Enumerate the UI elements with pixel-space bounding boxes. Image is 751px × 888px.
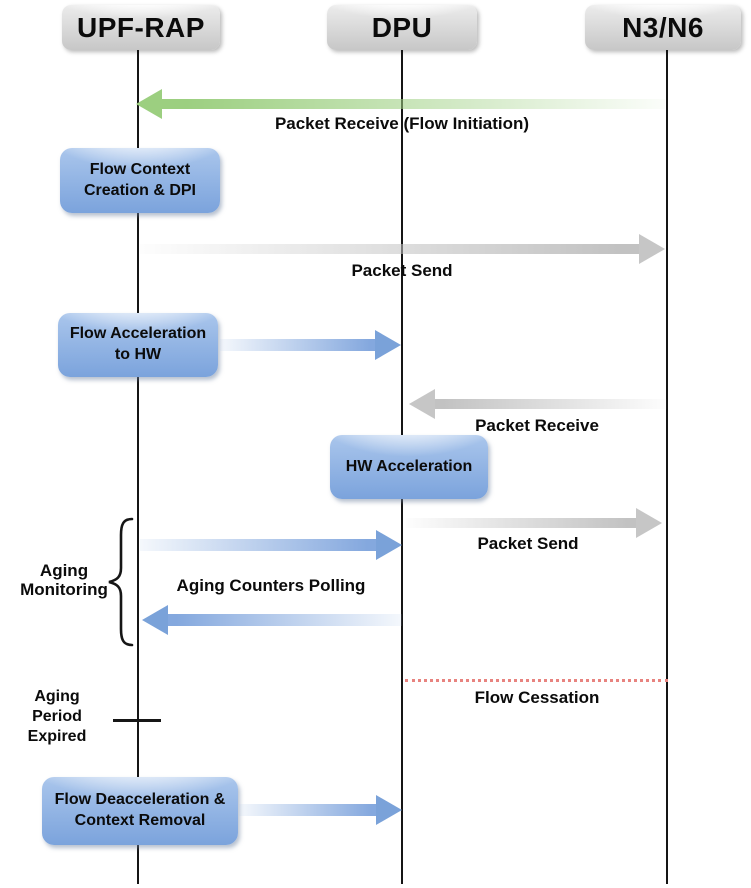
packet-send-2-arrow <box>406 508 662 538</box>
lifeline-upf-rap <box>137 50 139 884</box>
arrowhead-right-icon <box>375 330 401 360</box>
activity-flow-acceleration: Flow Acceleration to HW <box>58 313 218 377</box>
aging-polling-response-arrow <box>142 605 402 635</box>
packet-send-1-arrow <box>140 234 665 264</box>
arrowhead-right-icon <box>636 508 662 538</box>
flow-cessation-line <box>405 679 668 682</box>
packet-receive-2-arrow <box>409 389 667 419</box>
packet-send-1-label: Packet Send <box>351 261 453 280</box>
arrow-shaft <box>239 804 377 816</box>
flow-acceleration-arrow <box>220 330 401 360</box>
arrowhead-right-icon <box>376 530 402 560</box>
actor-dpu-label: DPU <box>371 11 433 43</box>
arrow-shaft <box>220 339 376 351</box>
flow-deacceleration-arrow <box>239 795 402 825</box>
activity-flow-deacceleration: Flow Deacceleration & Context Removal <box>42 777 238 845</box>
aging-period-expired-note: Aging Period Expired <box>27 688 87 745</box>
arrow-shaft <box>140 244 640 254</box>
arrow-shaft <box>406 518 637 528</box>
arrowhead-left-icon <box>136 89 162 119</box>
actor-dpu: DPU <box>327 5 477 50</box>
activity-flow-acceleration-label: Flow Acceleration to HW <box>69 325 207 363</box>
actor-upf-rap: UPF-RAP <box>62 5 220 50</box>
aging-polling-request-arrow <box>140 530 402 560</box>
arrowhead-right-icon <box>376 795 402 825</box>
actor-n3n6-label: N3/N6 <box>622 11 704 43</box>
packet-receive-initiation-arrow <box>136 89 665 119</box>
arrow-shaft <box>434 399 667 409</box>
arrowhead-right-icon <box>639 234 665 264</box>
flow-cessation-label: Flow Cessation <box>474 688 600 707</box>
lifeline-n3n6 <box>666 50 668 884</box>
packet-send-2-label: Packet Send <box>477 534 579 553</box>
arrowhead-left-icon <box>409 389 435 419</box>
actor-upf-rap-label: UPF-RAP <box>77 11 205 43</box>
packet-receive-initiation-label: Packet Receive (Flow Initiation) <box>274 114 530 133</box>
aging-monitoring-brace-icon <box>108 517 134 647</box>
packet-receive-2-label: Packet Receive <box>475 416 599 435</box>
activity-hw-acceleration: HW Acceleration <box>330 435 488 499</box>
arrow-shaft <box>140 539 377 551</box>
activity-flow-context-creation-label: Flow Context Creation & DPI <box>83 160 196 199</box>
aging-counters-polling-label: Aging Counters Polling <box>176 576 366 595</box>
activity-flow-context-creation: Flow Context Creation & DPI <box>60 148 220 213</box>
aging-monitoring-note: Aging Monitoring <box>20 561 108 599</box>
arrow-shaft <box>167 614 402 626</box>
activity-hw-acceleration-label: HW Acceleration <box>345 457 473 475</box>
aging-expired-tick <box>113 719 161 722</box>
arrowhead-left-icon <box>142 605 168 635</box>
actor-n3n6: N3/N6 <box>585 5 741 50</box>
arrow-shaft <box>161 99 665 109</box>
activity-flow-deacceleration-label: Flow Deacceleration & Context Removal <box>54 791 226 829</box>
